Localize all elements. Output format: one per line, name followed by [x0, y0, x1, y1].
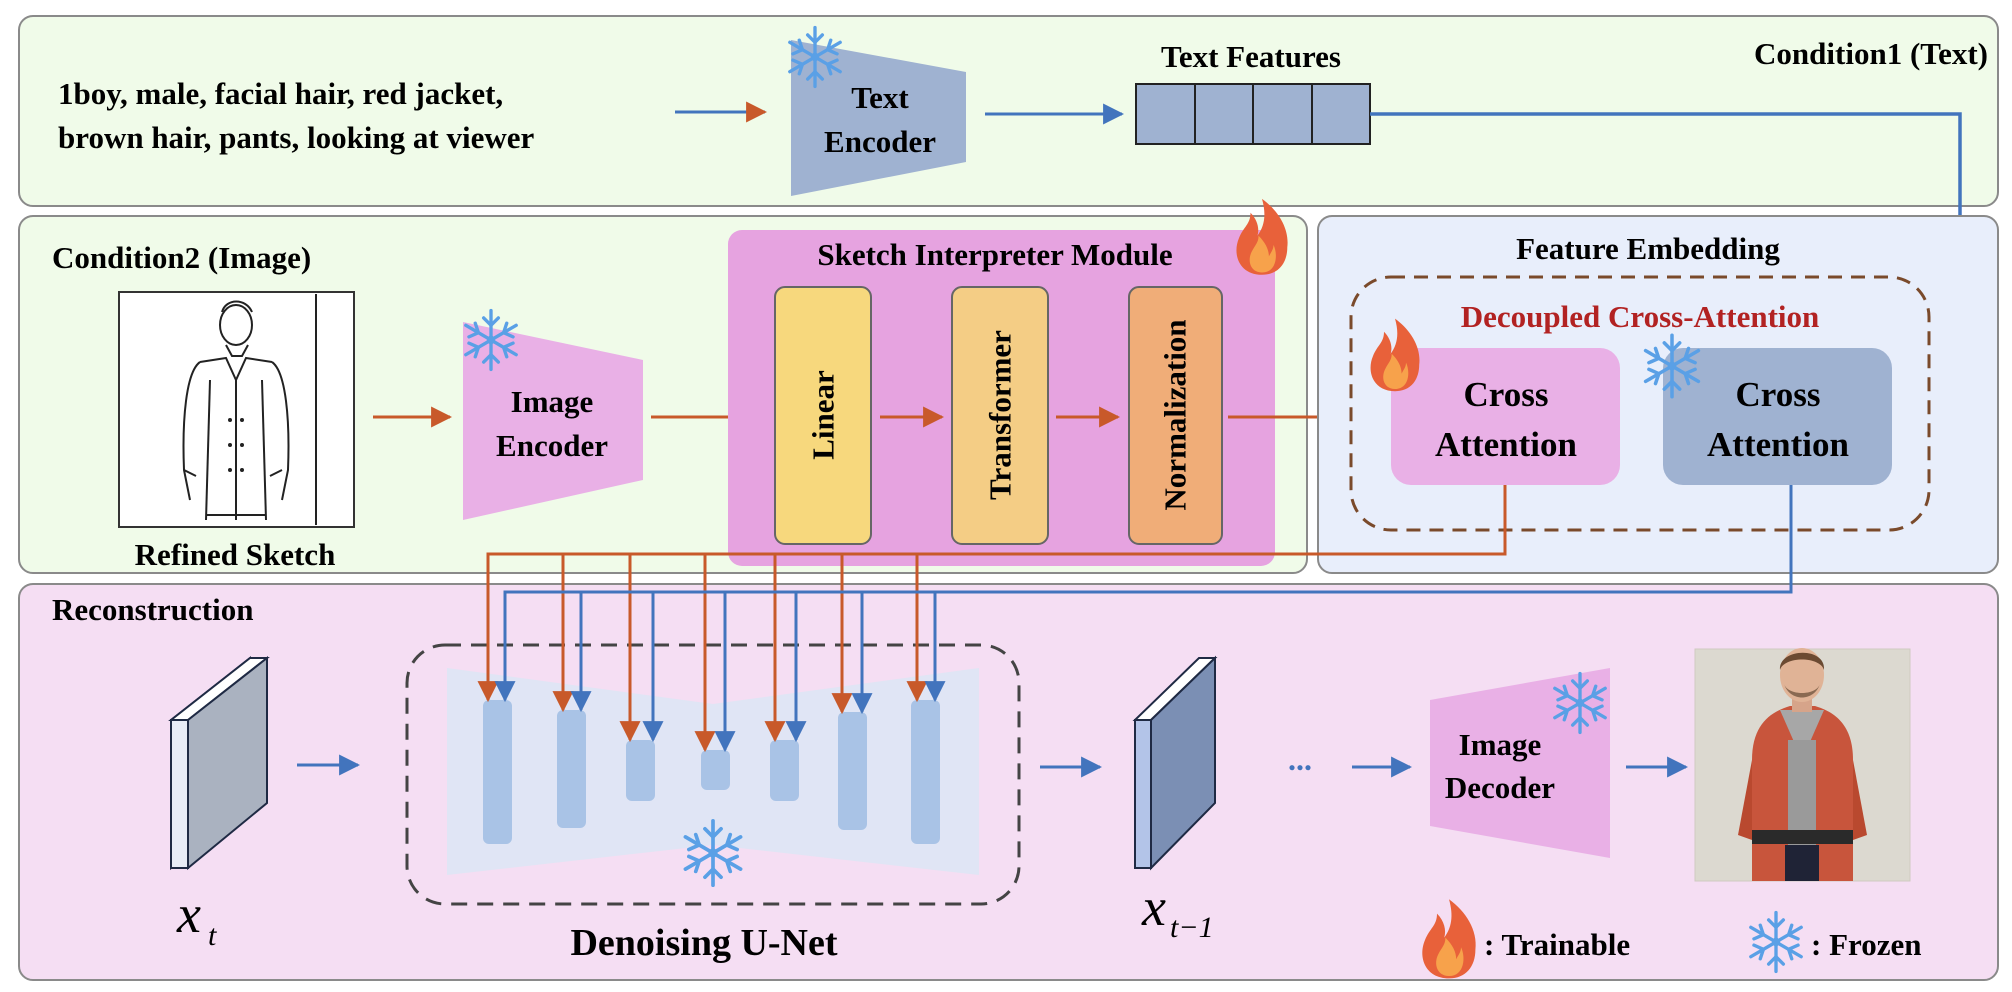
decoupled-cross-attention-box — [1349, 275, 1931, 532]
legend-frozen-label: : Frozen — [1811, 927, 1921, 962]
text-encoder-label-2: Encoder — [824, 124, 936, 159]
frozen-attention-injection — [494, 485, 1793, 753]
transformer-block — [951, 286, 1049, 545]
xt-label: x — [176, 884, 201, 944]
image-encoder-label-2: Encoder — [496, 428, 608, 463]
condition1-panel: Condition1 (Text) 1boy, male, facial hai… — [18, 15, 1999, 430]
frozen-cross-attention-label-2: Attention — [1707, 425, 1849, 464]
xt-subscript: t — [208, 919, 217, 952]
refined-sketch-image — [118, 291, 355, 528]
xt1-label: x — [1141, 877, 1166, 937]
reconstruction-title: Reconstruction — [52, 592, 253, 627]
trainable-cross-attention-label-1: Cross — [1464, 375, 1549, 414]
frozen-cross-attention-label-1: Cross — [1736, 375, 1821, 414]
text-encoder-block — [791, 40, 966, 196]
normalization-block — [1128, 286, 1223, 545]
text-features-label: Text Features — [1161, 39, 1341, 74]
legend-trainable-label: : Trainable — [1484, 927, 1630, 962]
condition1-title: Condition1 (Text) — [1754, 36, 1988, 71]
feature-embedding-title: Feature Embedding — [1516, 231, 1780, 266]
trainable-cross-attention-label-2: Attention — [1435, 425, 1577, 464]
ellipsis: ... — [1288, 741, 1312, 777]
frozen-cross-attention — [1663, 348, 1892, 485]
condition2-title: Condition2 (Image) — [52, 240, 311, 275]
feature-embedding-panel: Feature Embedding Decoupled Cross-Attent… — [1317, 215, 1999, 574]
linear-block — [774, 286, 872, 545]
image-decoder-label-2: Decoder — [1445, 770, 1555, 805]
unet-blocks — [483, 700, 940, 844]
normalization-label: Normalization — [1158, 319, 1193, 510]
trainable-attention-injection — [477, 485, 1507, 753]
xt1-latent — [1132, 655, 1218, 871]
text-features-tokens — [1135, 83, 1371, 145]
text-encoder-label-1: Text — [851, 80, 909, 115]
unet-box — [405, 643, 1021, 906]
text-prompt-line1: 1boy, male, facial hair, red jacket, — [58, 76, 503, 111]
sketch-interpreter-module: Sketch Interpreter Module Linear Transfo… — [728, 198, 1386, 566]
image-encoder-block — [463, 322, 643, 520]
refined-sketch-caption: Refined Sketch — [135, 537, 336, 572]
image-decoder-label-1: Image — [1459, 727, 1542, 762]
reconstruction-panel: Reconstruction x t Denoising U-Net — [18, 485, 1999, 981]
image-decoder-block — [1430, 668, 1610, 858]
xt-latent — [168, 655, 270, 871]
trainable-cross-attention — [1391, 348, 1620, 485]
sketch-interpreter-title: Sketch Interpreter Module — [817, 237, 1172, 272]
flame-icon — [1236, 198, 1288, 275]
text-prompt-line2: brown hair, pants, looking at viewer — [58, 120, 535, 155]
xt1-subscript: t−1 — [1170, 911, 1214, 944]
linear-label: Linear — [806, 370, 841, 460]
image-encoder-label-1: Image — [511, 384, 594, 419]
decoupled-cross-attention-title: Decoupled Cross-Attention — [1461, 299, 1820, 334]
transformer-label: Transformer — [983, 330, 1018, 500]
generated-image — [1694, 648, 1911, 882]
unet-label: Denoising U-Net — [570, 922, 837, 964]
